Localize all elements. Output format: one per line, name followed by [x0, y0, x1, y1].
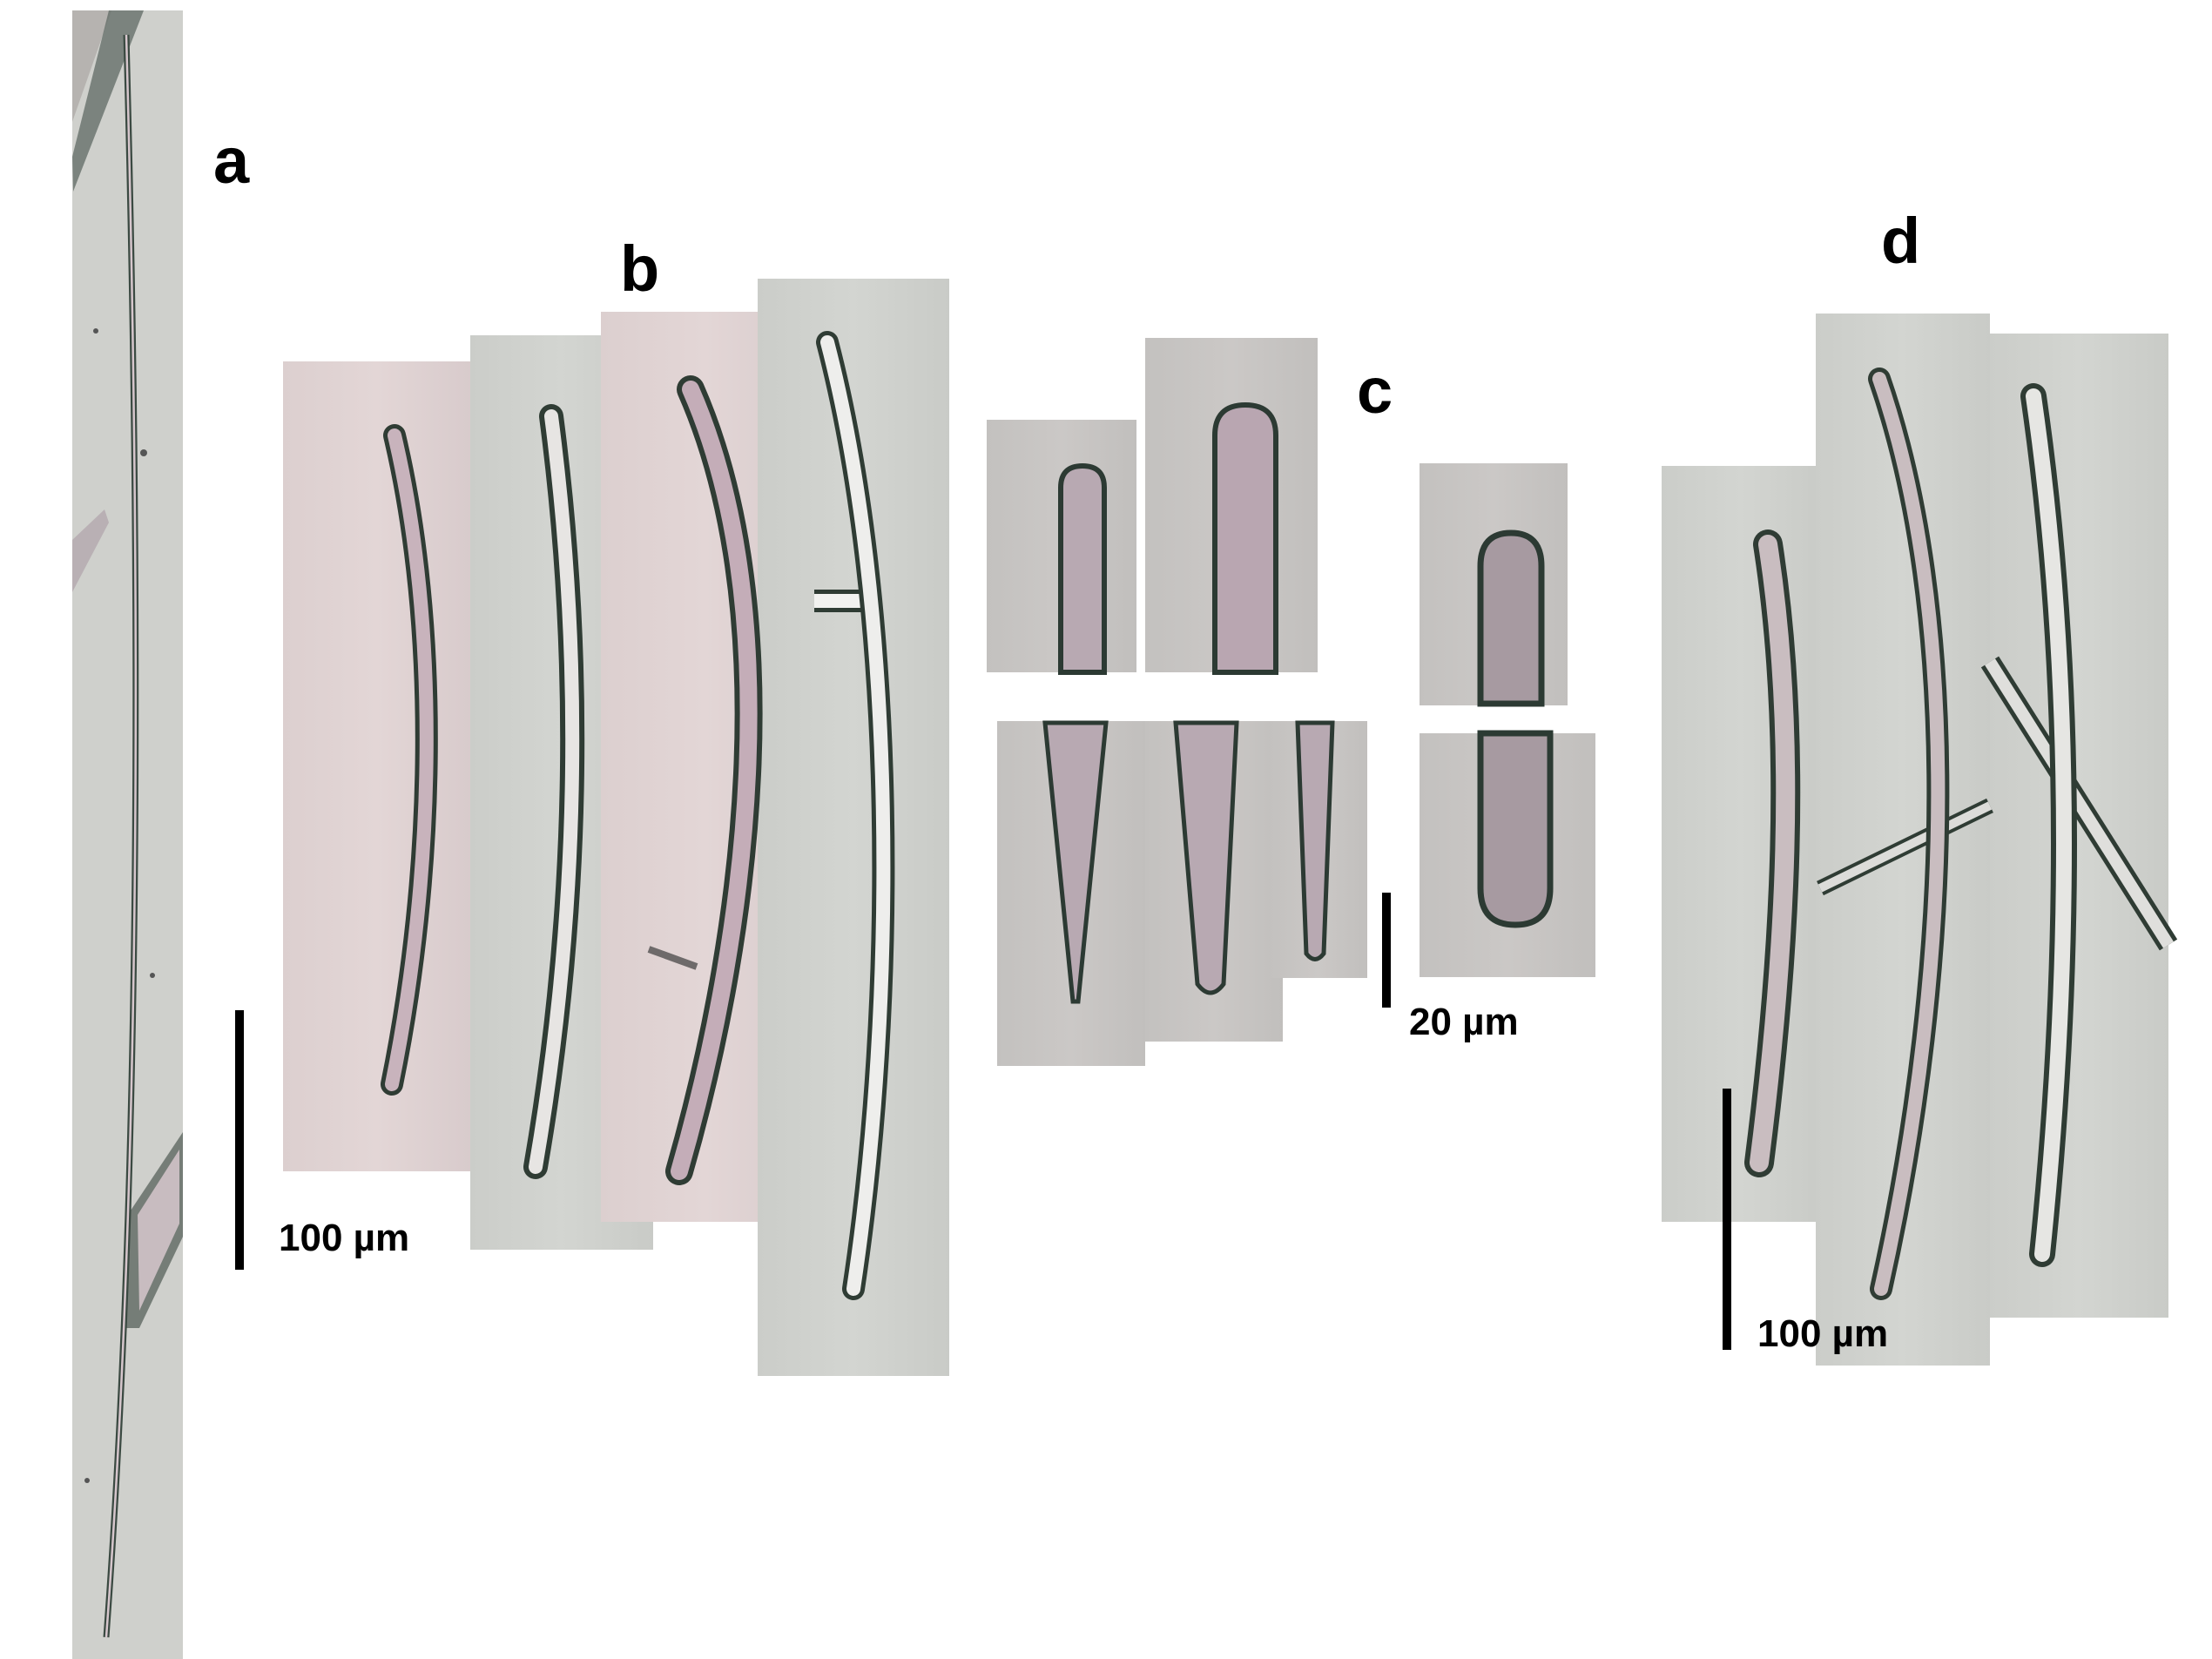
- scale-bar-d: [1723, 1089, 1731, 1350]
- scale-label-c: 20 µm: [1409, 1001, 1519, 1043]
- panel-d-photos: [1662, 314, 2178, 1366]
- panel-b-photos: [283, 279, 949, 1376]
- panel-c-photos: [987, 338, 1595, 1066]
- panel-label-d: d: [1881, 205, 1921, 277]
- panel-label-b: b: [620, 233, 660, 305]
- scale-label-d: 100 µm: [1757, 1312, 1889, 1355]
- scale-bar-ab: [235, 1010, 244, 1270]
- panel-a-photo: [72, 10, 183, 1659]
- scale-bar-c: [1382, 893, 1391, 1008]
- panel-label-a: a: [213, 125, 250, 197]
- scale-label-ab: 100 µm: [279, 1217, 410, 1259]
- panel-label-c: c: [1357, 354, 1393, 427]
